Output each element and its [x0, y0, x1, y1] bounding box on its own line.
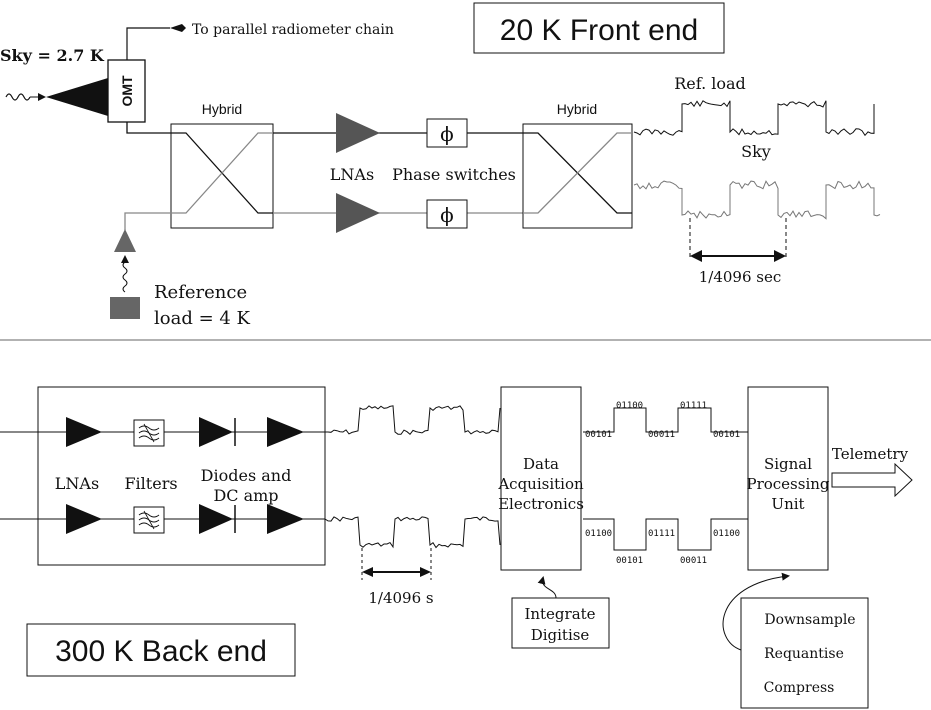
- back-end-module-box: [37, 386, 326, 566]
- spu-label-line3: Unit: [771, 495, 804, 513]
- back-end-section: LNAs Filters Diodes and DC amp: [0, 386, 913, 709]
- op-downsample: Downsample: [764, 612, 855, 628]
- op-compress: Compress: [764, 680, 835, 696]
- hybrid-right-label: Hybrid: [557, 101, 597, 117]
- sky-wave-label: Sky: [741, 142, 771, 161]
- back-lna-top: [66, 417, 102, 447]
- bit-top-3: 01111: [680, 401, 707, 411]
- phase-switch-top: [426, 118, 468, 148]
- filters-label: Filters: [124, 474, 177, 493]
- svg-text:ϕ: ϕ: [440, 203, 454, 227]
- spu-label-line1: Signal: [764, 455, 812, 473]
- front-lnas-label: LNAs: [330, 165, 374, 184]
- bit-bottom-4: 01100: [713, 529, 740, 539]
- integrate-label-line1: Integrate: [524, 605, 595, 623]
- op-requantise: Requantise: [764, 646, 844, 662]
- bit-bottom-0: 01100: [585, 529, 612, 539]
- daq-box: [500, 386, 582, 571]
- front-lna-top: [336, 113, 380, 153]
- reference-label-line2: load = 4 K: [154, 308, 251, 329]
- back-waveform-top: [325, 405, 501, 436]
- reference-load-block: [110, 297, 140, 319]
- svg-text:ϕ: ϕ: [440, 122, 454, 146]
- telemetry-label: Telemetry: [832, 445, 909, 463]
- front-end-section: 20 K Front end Sky = 2.7 K OMT To parall…: [0, 2, 881, 329]
- back-end-title-box: [26, 623, 296, 677]
- integrate-arrow: [537, 576, 557, 599]
- omt-label: OMT: [119, 75, 135, 107]
- dc-amp-bottom: [267, 504, 304, 534]
- back-lna-bottom: [66, 504, 102, 534]
- parallel-chain-arrow-icon: [170, 24, 186, 32]
- sky-temperature-label: Sky = 2.7 K: [0, 46, 105, 65]
- integrate-label-line2: Digitise: [531, 626, 590, 644]
- bit-bottom-2: 01111: [648, 529, 675, 539]
- bitstream-top: [583, 407, 748, 433]
- reference-label-line1: Reference: [154, 282, 247, 303]
- telemetry-arrow: [831, 462, 913, 498]
- daq-label-line3: Electronics: [498, 495, 584, 513]
- hybrid-left-label: Hybrid: [202, 101, 242, 117]
- diodes-label-line2: DC amp: [213, 486, 278, 505]
- diode-top: [199, 417, 233, 447]
- processing-ops-box: [740, 597, 869, 709]
- back-period-label: 1/4096 s: [368, 589, 433, 607]
- parallel-chain-label: To parallel radiometer chain: [192, 22, 394, 38]
- back-lnas-label: LNAs: [55, 474, 99, 493]
- bit-top-2: 00011: [648, 430, 675, 440]
- integrate-box: [511, 597, 610, 649]
- phase-switch-bottom: [426, 199, 468, 229]
- spu-label-line2: Processing: [746, 475, 829, 493]
- bit-top-4: 00101: [713, 430, 740, 440]
- filter-bottom: [133, 506, 165, 534]
- bit-top-0: 00101: [585, 430, 612, 440]
- phase-switches-label: Phase switches: [392, 165, 516, 184]
- front-lna-bottom: [336, 193, 380, 233]
- reference-wave-icon: [122, 261, 128, 293]
- front-end-title-box: [473, 2, 725, 54]
- daq-label-line2: Acquisition: [497, 475, 584, 493]
- omt-to-hybrid-line: [126, 122, 171, 134]
- reference-path-line: [124, 212, 171, 230]
- front-end-title: 20 K Front end: [500, 14, 698, 47]
- bit-top-1: 01100: [616, 401, 643, 411]
- front-period-label: 1/4096 sec: [699, 268, 782, 286]
- daq-label-line1: Data: [523, 455, 559, 473]
- bit-bottom-3: 00011: [680, 556, 707, 566]
- feed-horn: [46, 78, 108, 116]
- back-end-title: 300 K Back end: [55, 635, 267, 668]
- diode-bottom: [199, 504, 233, 534]
- front-waveform-top: [633, 100, 875, 137]
- parallel-chain-line: [126, 27, 170, 60]
- filter-top: [133, 419, 165, 447]
- dc-amp-top: [267, 417, 304, 447]
- diodes-label-line1: Diodes and: [201, 466, 292, 485]
- back-waveform-bottom: [324, 516, 501, 549]
- spu-box: [747, 386, 829, 571]
- omt-box: [107, 59, 146, 123]
- bitstream-bottom: [583, 518, 748, 551]
- sky-wave-icon: [5, 93, 31, 101]
- bit-bottom-1: 00101: [616, 556, 643, 566]
- reference-horn: [114, 229, 136, 252]
- processing-arrow: [722, 572, 790, 651]
- ref-load-label: Ref. load: [674, 74, 746, 93]
- front-waveform-bottom: [633, 180, 881, 220]
